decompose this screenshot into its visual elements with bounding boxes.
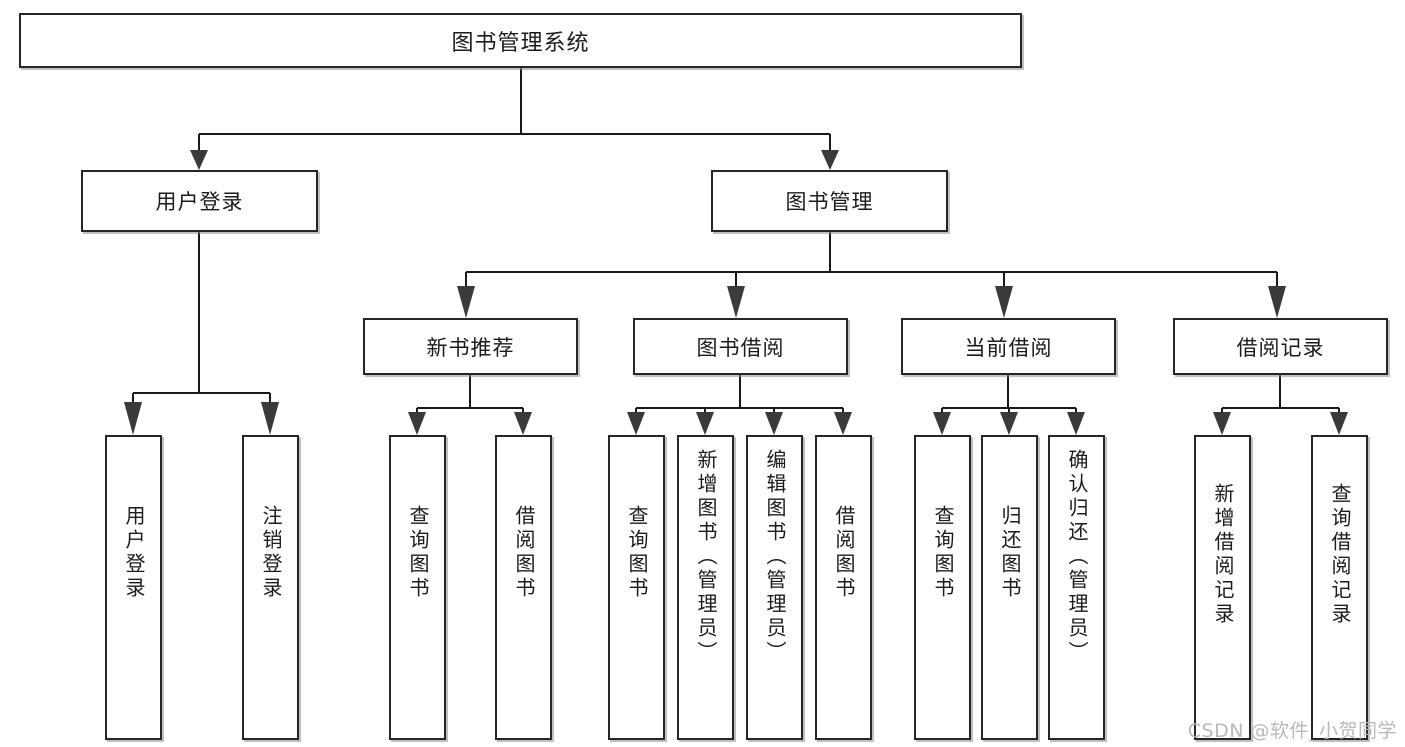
node-borrow-record[interactable]: 借阅记录 xyxy=(1173,318,1388,375)
arrowhead-bb-c4 xyxy=(834,412,852,435)
leaf-label: 借阅图书 xyxy=(512,505,536,601)
leaf-label: 查询借阅记录 xyxy=(1328,483,1352,627)
leaf-borrow-record-query-record[interactable]: 查询借阅记录 xyxy=(1311,435,1368,740)
node-book-borrow[interactable]: 图书借阅 xyxy=(633,318,848,375)
node-label: 图书管理 xyxy=(785,190,874,214)
leaf-current-borrow-confirm-return-admin[interactable]: 确认归还（管理员） xyxy=(1048,435,1105,740)
node-label: 图书管理系统 xyxy=(451,30,590,56)
leaf-label: 编辑图书（管理员） xyxy=(763,449,787,665)
arrowhead-cb-c2 xyxy=(1000,412,1018,435)
node-book-management[interactable]: 图书管理 xyxy=(711,170,948,232)
leaf-user-login-login[interactable]: 用户登录 xyxy=(105,435,162,740)
node-root-book-management-system[interactable]: 图书管理系统 xyxy=(19,13,1022,68)
arrowhead-br-c2 xyxy=(1330,412,1348,435)
arrowhead-bm-c3 xyxy=(995,286,1013,318)
leaf-label: 新增图书（管理员） xyxy=(694,449,718,665)
leaf-book-borrow-query-books[interactable]: 查询图书 xyxy=(608,435,665,740)
leaf-borrow-record-add-record[interactable]: 新增借阅记录 xyxy=(1194,435,1251,740)
arrowhead-ul-child1 xyxy=(124,402,142,435)
leaf-book-borrow-edit-book-admin[interactable]: 编辑图书（管理员） xyxy=(746,435,803,740)
node-label: 图书借阅 xyxy=(696,335,785,360)
leaf-label: 注销登录 xyxy=(259,505,283,601)
leaf-label: 查询图书 xyxy=(931,505,955,601)
arrowhead-nb-c1 xyxy=(408,412,426,435)
arrowhead-nb-c2 xyxy=(514,412,532,435)
arrowhead-bm-c2 xyxy=(727,286,745,318)
node-label: 用户登录 xyxy=(155,190,244,214)
leaf-new-book-query-books[interactable]: 查询图书 xyxy=(389,435,446,740)
leaf-current-borrow-query-books[interactable]: 查询图书 xyxy=(914,435,971,740)
node-new-book-recommend[interactable]: 新书推荐 xyxy=(363,318,578,375)
leaf-label: 借阅图书 xyxy=(832,505,856,601)
node-current-borrow[interactable]: 当前借阅 xyxy=(901,318,1116,375)
leaf-label: 确认归还（管理员） xyxy=(1065,449,1089,665)
arrowhead-br-c1 xyxy=(1213,412,1231,435)
node-label: 新书推荐 xyxy=(426,335,515,360)
leaf-book-borrow-borrow-books[interactable]: 借阅图书 xyxy=(815,435,872,740)
arrowhead-cb-c3 xyxy=(1067,412,1085,435)
leaf-current-borrow-return-books[interactable]: 归还图书 xyxy=(981,435,1038,740)
leaf-label: 用户登录 xyxy=(122,505,146,601)
csdn-watermark: CSDN @软件_小贺同学 xyxy=(1187,720,1397,742)
node-label: 当前借阅 xyxy=(964,335,1053,360)
node-user-login[interactable]: 用户登录 xyxy=(81,170,318,232)
arrowhead-bb-c1 xyxy=(627,412,645,435)
arrowhead-bm-c1 xyxy=(457,286,475,318)
leaf-label: 查询图书 xyxy=(625,505,649,601)
node-label: 借阅记录 xyxy=(1236,335,1325,360)
leaf-new-book-borrow-books[interactable]: 借阅图书 xyxy=(495,435,552,740)
leaf-book-borrow-add-book-admin[interactable]: 新增图书（管理员） xyxy=(677,435,734,740)
arrowhead-ul-child2 xyxy=(261,402,279,435)
leaf-label: 归还图书 xyxy=(998,505,1022,601)
arrowhead-bb-c2 xyxy=(696,412,714,435)
arrowhead-cb-c1 xyxy=(933,412,951,435)
leaf-label: 查询图书 xyxy=(406,505,430,601)
arrowhead-bb-c3 xyxy=(765,412,783,435)
arrowhead-book-manage xyxy=(821,150,839,170)
leaf-label: 新增借阅记录 xyxy=(1211,483,1235,627)
leaf-user-login-logout[interactable]: 注销登录 xyxy=(242,435,299,740)
arrowhead-user-login xyxy=(190,150,208,170)
arrowhead-bm-c4 xyxy=(1268,286,1286,318)
